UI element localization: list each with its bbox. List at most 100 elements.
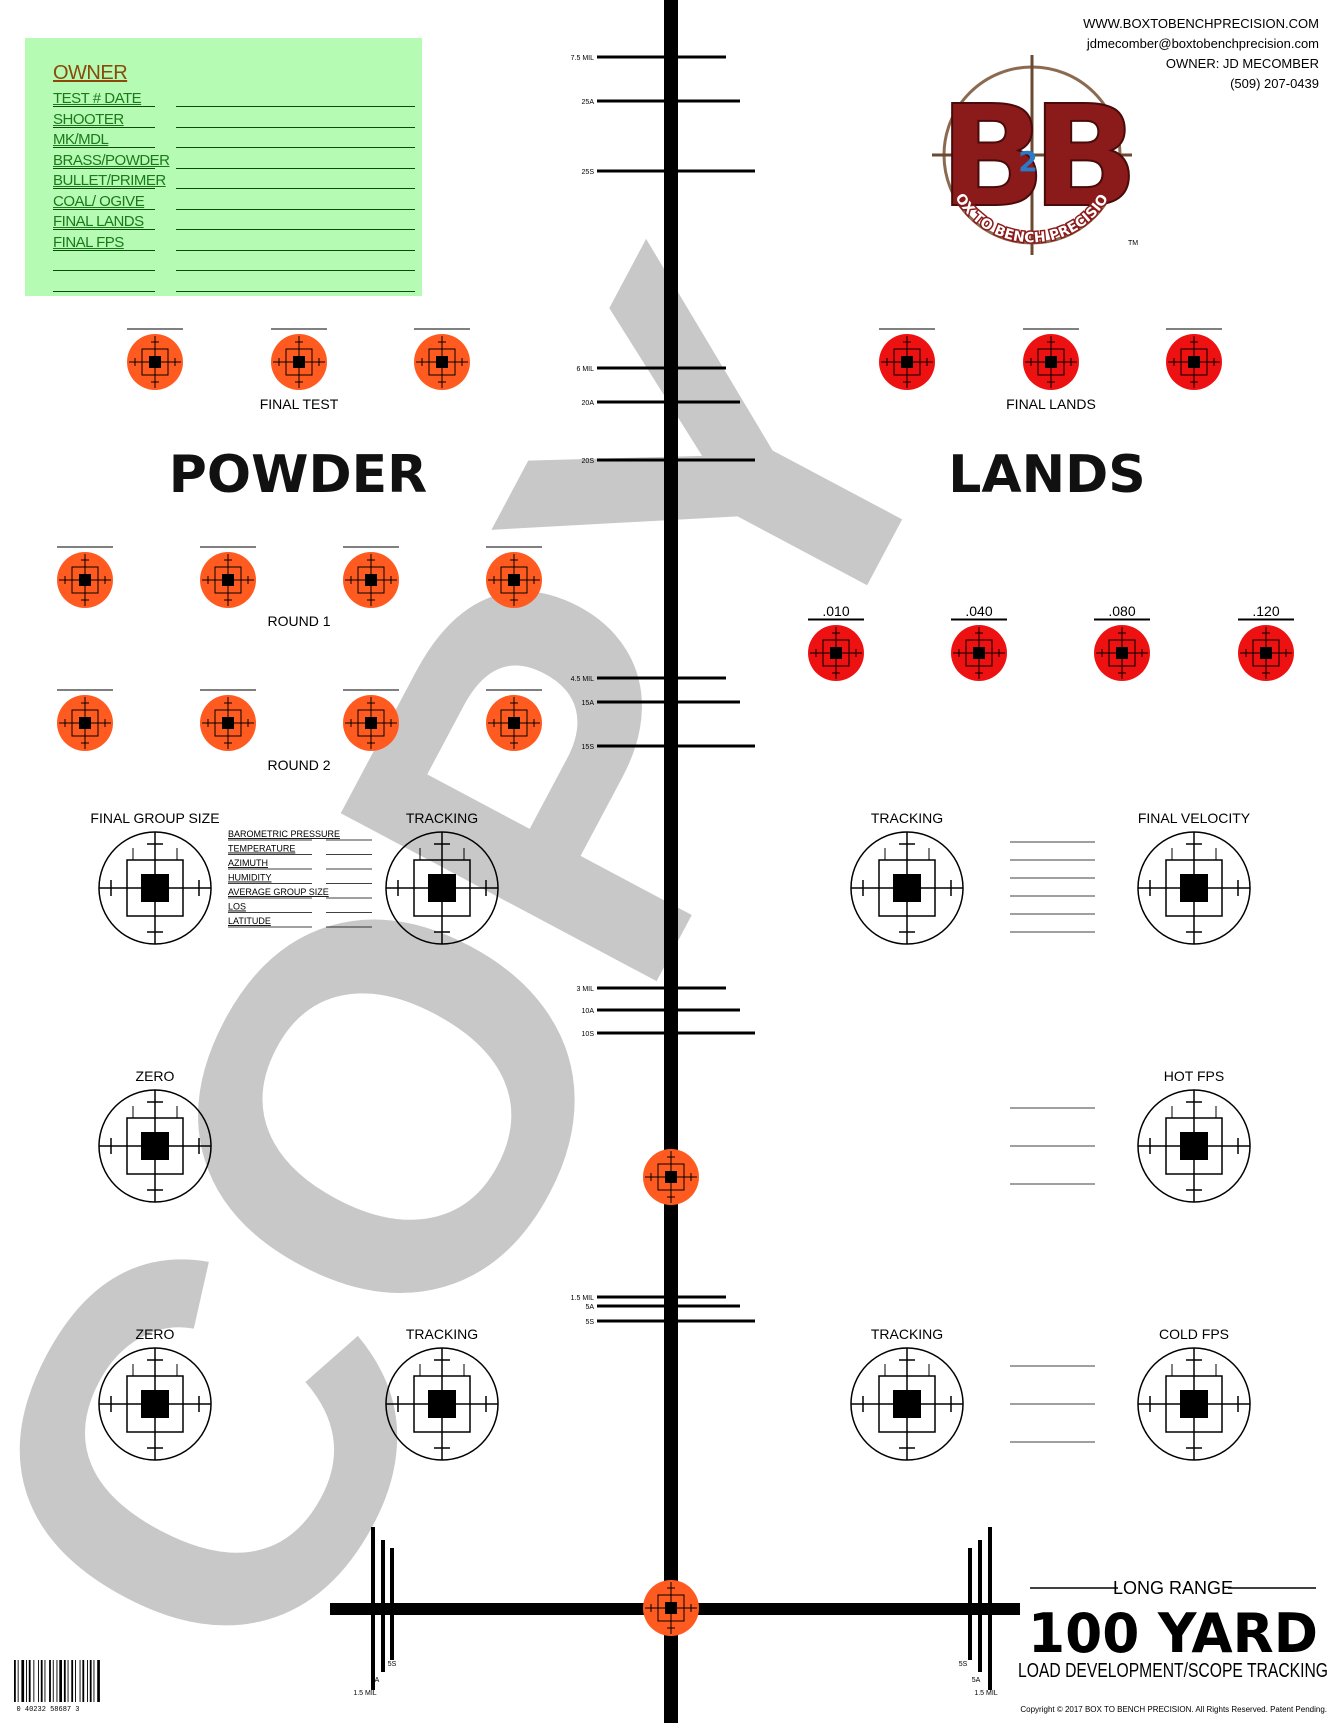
ladder-label: 10S [582,1031,595,1038]
owner-field-line [53,208,155,210]
bottom-tick [988,1527,992,1690]
small-target [486,546,542,608]
yard-title: 100 YARD [1028,1602,1318,1665]
ladder-label: 3 MIL [576,986,594,993]
owner-field-line [53,167,155,169]
barcode-bar [75,1660,76,1702]
owner-field-label: TEST # DATE [53,90,142,107]
copyright-text: Copyright © 2017 BOX TO BENCH PRECISION.… [1020,1705,1327,1714]
condition-label: LOS [228,902,246,912]
owner-field-line [53,249,155,251]
copy-watermark: COPY [0,179,1064,1723]
big-target-label: TRACKING [871,1326,943,1342]
small-target [127,328,183,390]
owner-field-label: FINAL LANDS [53,213,144,230]
barcode-bar [21,1660,25,1702]
small-target [951,619,1007,681]
bottom-tick-label: 5A [972,1677,981,1684]
owner-field-line [176,270,415,271]
ladder-label: 5A [585,1304,594,1311]
big-target: FINAL GROUP SIZE [90,810,220,945]
big-target: TRACKING [385,810,499,945]
bottom-tick [371,1527,375,1690]
lands-offset-labels: .010.040.080.120 [808,603,1294,620]
barcode-bar [79,1660,81,1702]
ladder-label: 20S [582,458,595,465]
bottom-tick-label: 1.5 MIL [974,1690,997,1697]
small-target [57,546,113,608]
owner-field-line [53,126,155,128]
barcode-bar [17,1660,19,1702]
big-target-label: ZERO [136,1068,175,1084]
small-target [643,1580,699,1636]
barcode-number: 0 40232 58687 3 [16,1706,79,1714]
bottom-tick [978,1540,982,1672]
small-target [1238,619,1294,681]
footer-subtitle: LOAD DEVELOPMENT/SCOPE TRACKING [1018,1660,1328,1682]
condition-label: TEMPERATURE [228,844,295,854]
owner-field-label: BULLET/PRIMER [53,172,166,189]
lands-offset-label: .010 [822,603,849,619]
bottom-tick [381,1540,385,1672]
logo: BB 2 BOX TO BENCH PRECISION TM [932,55,1144,255]
barcode-bar [52,1660,54,1702]
owner-text: OWNER: JD MECOMBER [1165,56,1319,71]
big-target: HOT FPS [1137,1068,1251,1203]
owner-field-label: SHOOTER [53,110,124,128]
small-target [643,1149,699,1205]
email-text: jdmecomber@boxtobenchprecision.com [1086,36,1319,51]
final-lands-label: FINAL LANDS [1006,396,1096,412]
small-target [1166,328,1222,390]
long-range-label: LONG RANGE [1113,1578,1233,1598]
ladder-label: 7.5 MIL [571,55,594,62]
big-target-label: TRACKING [871,810,943,826]
logo-mark: BB [939,76,1129,239]
big-target: TRACKING [385,1326,499,1461]
barcode-bar [40,1660,43,1702]
small-target [343,546,399,608]
owner-field-line [176,167,415,169]
owner-field-line [176,126,415,128]
small-target [879,328,935,390]
condition-label: BAROMETRIC PRESSURE [228,829,340,839]
owner-field-line [176,249,415,251]
condition-label: AZIMUTH [228,858,268,868]
phone-text: (509) 207-0439 [1230,76,1319,91]
small-target [200,689,256,751]
big-target-label: TRACKING [406,1326,478,1342]
owner-field-line [53,229,155,230]
ladder-label: 6 MIL [576,366,594,373]
small-target [486,689,542,751]
condition-label: HUMIDITY [228,873,272,883]
owner-field-line [53,290,155,292]
owner-field-line [53,147,155,148]
website-text: WWW.BOXTOBENCHPRECISION.COM [1083,16,1319,31]
barcode-bar [28,1660,31,1702]
owner-field-label: FINAL FPS [53,233,124,251]
small-target [1094,619,1150,681]
targets-group [57,328,1294,1636]
owner-field-label: COAL/ OGIVE [53,192,145,210]
big-target: TRACKING [850,1326,964,1461]
conditions-list: BAROMETRIC PRESSURE TEMPERATURE AZIMUTH HUM… [228,829,372,928]
barcode-bar [38,1660,39,1702]
owner-field-line [176,229,415,230]
barcode-bar [93,1660,95,1702]
barcode-bar [14,1660,16,1702]
owner-field-label: BRASS/POWDER [53,151,170,169]
barcode-bar [56,1660,58,1702]
bottom-tick [968,1548,972,1660]
lands-offset-label: .040 [965,603,992,619]
small-target [808,619,864,681]
logo-tm: TM [1128,240,1138,247]
owner-field-line [53,106,155,107]
big-target-label: HOT FPS [1164,1068,1224,1084]
contact-block: WWW.BOXTOBENCHPRECISION.COM jdmecomber@b… [1083,14,1319,94]
owner-title: OWNER [53,62,128,84]
ladder-label: 1.5 MIL [571,1295,594,1302]
ladder-label: 15S [582,744,595,751]
owner-field-line [176,147,415,148]
